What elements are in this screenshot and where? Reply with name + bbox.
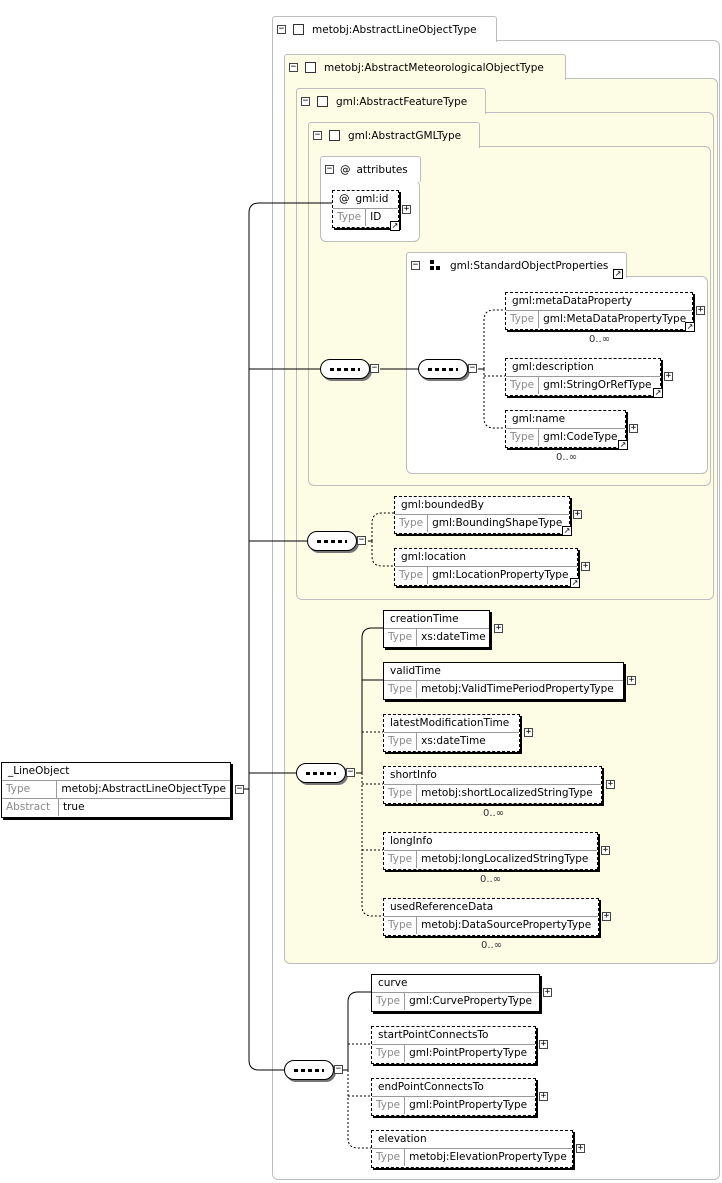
expand-icon[interactable]: +: [581, 561, 590, 571]
collapse-icon[interactable]: −: [357, 535, 366, 545]
cardinality: 0..∞: [483, 808, 505, 819]
expand-icon[interactable]: +: [629, 423, 638, 433]
expand-icon[interactable]: +: [539, 1091, 548, 1101]
expand-icon[interactable]: +: [627, 675, 636, 685]
expand-icon[interactable]: +: [664, 371, 673, 381]
sequence-compositor-meteorological-object-type[interactable]: [296, 763, 346, 783]
group-title: gml:StandardObjectProperties: [450, 259, 609, 272]
complex-type-icon: [305, 62, 316, 73]
cardinality: 0..∞: [589, 334, 611, 345]
collapse-icon[interactable]: −: [334, 1064, 343, 1074]
attribute-symbol: @: [340, 163, 351, 176]
collapse-icon[interactable]: −: [325, 164, 334, 174]
complex-type-icon: [317, 96, 328, 107]
panel-tab-line-object-type[interactable]: − metobj:AbstractLineObjectType: [272, 16, 497, 42]
expand-icon[interactable]: +: [696, 305, 705, 315]
group-standard-object-properties-tab[interactable]: − gml:StandardObjectProperties: [406, 252, 627, 278]
sequence-compositor-line-object-type[interactable]: [284, 1060, 334, 1080]
panel-title: gml:AbstractGMLType: [348, 129, 462, 142]
attribute-name: @gml:id: [339, 193, 389, 205]
sequence-compositor-gml-type[interactable]: [320, 359, 370, 379]
attributes-title: attributes: [356, 163, 408, 176]
collapse-icon[interactable]: −: [411, 260, 420, 270]
panel-title: gml:AbstractFeatureType: [336, 95, 468, 108]
cardinality: 0..∞: [556, 452, 578, 463]
panel-title: metobj:AbstractLineObjectType: [312, 23, 477, 36]
expand-icon[interactable]: +: [601, 845, 610, 855]
expand-icon[interactable]: +: [606, 779, 615, 789]
panel-tab-feature-type[interactable]: − gml:AbstractFeatureType: [296, 88, 486, 114]
expand-icon[interactable]: +: [524, 727, 533, 737]
collapse-icon[interactable]: −: [277, 24, 286, 34]
expand-icon[interactable]: +: [602, 911, 611, 921]
expand-icon[interactable]: +: [539, 1039, 548, 1049]
expand-icon[interactable]: +: [494, 623, 503, 633]
link-icon[interactable]: ↗: [562, 526, 572, 536]
panel-title: metobj:AbstractMeteorologicalObjectType: [324, 61, 544, 74]
expand-icon[interactable]: +: [576, 1143, 585, 1153]
expand-icon[interactable]: +: [402, 204, 411, 214]
collapse-icon[interactable]: −: [346, 767, 355, 777]
collapse-icon[interactable]: −: [235, 784, 244, 794]
complex-type-icon: [329, 130, 340, 141]
collapse-icon[interactable]: −: [370, 363, 379, 373]
link-icon[interactable]: ↗: [390, 221, 400, 231]
expand-icon[interactable]: +: [573, 509, 582, 519]
collapse-icon[interactable]: −: [289, 62, 298, 72]
cardinality: 0..∞: [481, 940, 503, 951]
complex-type-icon: [293, 24, 304, 35]
collapse-icon[interactable]: −: [301, 96, 310, 106]
collapse-icon[interactable]: −: [313, 130, 322, 140]
panel-tab-gml-type[interactable]: − gml:AbstractGMLType: [308, 122, 480, 148]
expand-icon[interactable]: +: [543, 987, 552, 997]
link-icon[interactable]: ↗: [653, 388, 663, 398]
cardinality: 0..∞: [480, 874, 502, 885]
sequence-compositor-feature-type[interactable]: [307, 531, 357, 551]
link-icon[interactable]: ↗: [618, 440, 628, 450]
group-icon: [430, 260, 442, 271]
element-name: _LineObject: [8, 765, 70, 777]
attributes-tab[interactable]: − @ attributes: [320, 156, 421, 182]
collapse-icon[interactable]: −: [468, 363, 477, 373]
panel-tab-meteorological-object-type[interactable]: − metobj:AbstractMeteorologicalObjectTyp…: [284, 54, 566, 80]
link-icon[interactable]: ↗: [570, 578, 580, 588]
sequence-compositor-standard-object-properties[interactable]: [418, 359, 468, 379]
link-icon[interactable]: ↗: [685, 322, 695, 332]
link-icon[interactable]: ↗: [613, 269, 623, 279]
